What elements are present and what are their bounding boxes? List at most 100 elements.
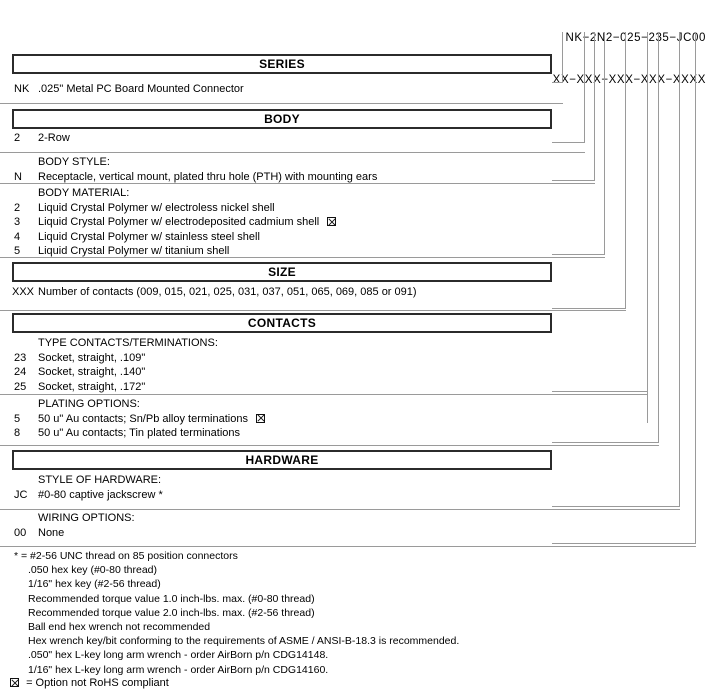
option-row: 00 None	[0, 526, 135, 541]
footnote-line: 1/16" hex key (#2-56 thread)	[28, 578, 161, 591]
option-row: 23 Socket, straight, .109"	[0, 351, 218, 366]
section-header-contacts: CONTACTS	[12, 313, 552, 333]
section-header-body: BODY	[12, 109, 552, 129]
option-row: 8 50 u" Au contacts; Tin plated terminat…	[0, 426, 265, 441]
group-size: XXX Number of contacts (009, 015, 021, 0…	[0, 285, 417, 300]
option-code: NK	[14, 83, 30, 95]
leader-line-size-h	[552, 308, 626, 309]
option-code: 5	[14, 412, 21, 425]
option-row: 2 Liquid Crystal Polymer w/ electroless …	[0, 201, 336, 216]
option-text: Socket, straight, .109"	[38, 351, 146, 364]
group-title: WIRING OPTIONS:	[38, 512, 135, 524]
part-number-example: NK−2N2−025−235−JC00	[565, 32, 706, 44]
group-title: PLATING OPTIONS:	[38, 398, 140, 410]
leader-line-series-h	[552, 82, 563, 83]
option-text: Socket, straight, .172"	[38, 380, 146, 393]
option-row: N Receptacle, vertical mount, plated thr…	[0, 170, 377, 185]
option-code: 00	[14, 526, 27, 539]
option-text: Liquid Crystal Polymer w/ titanium shell	[38, 245, 230, 257]
separator-plating	[0, 445, 659, 446]
option-code: 3	[14, 216, 21, 228]
rohs-legend-text: = Option not RoHS compliant	[26, 677, 169, 689]
footnotes-block: * = #2-56 UNC thread on 85 position conn…	[14, 549, 459, 677]
separator-series	[0, 103, 563, 104]
leader-line-body-style-v	[594, 32, 595, 180]
option-text: .025" Metal PC Board Mounted Connector	[38, 83, 244, 95]
group-series: NK .025" Metal PC Board Mounted Connecto…	[0, 82, 244, 97]
group-title: TYPE CONTACTS/TERMINATIONS:	[38, 337, 218, 349]
option-text: 2-Row	[38, 132, 70, 144]
option-code: XXX	[12, 286, 35, 298]
leader-line-body-material-h	[552, 254, 605, 255]
option-code: N	[14, 170, 22, 183]
leader-line-contact-type-v	[647, 32, 648, 423]
group-wiring: WIRING OPTIONS: 00 None	[0, 511, 135, 540]
footnote-line: * = #2-56 UNC thread on 85 position conn…	[14, 550, 238, 562]
rohs-noncompliant-icon	[256, 413, 266, 423]
option-code: 8	[14, 427, 21, 439]
option-row: 5 Liquid Crystal Polymer w/ titanium she…	[0, 244, 336, 259]
option-text: 50 u" Au contacts; Sn/Pb alloy terminati…	[38, 412, 248, 425]
leader-line-size-v	[625, 32, 626, 308]
leader-line-plating-v	[658, 32, 659, 442]
option-text: #0-80 captive jackscrew *	[38, 488, 163, 501]
option-text: Liquid Crystal Polymer w/ stainless stee…	[38, 230, 260, 243]
option-row: 2 2-Row	[0, 131, 70, 146]
option-row: 25 Socket, straight, .172"	[0, 380, 218, 395]
footnote-line: Hex wrench key/bit conforming to the req…	[28, 635, 460, 648]
option-text: Receptacle, vertical mount, plated thru …	[38, 170, 378, 183]
leader-line-body-row-h	[552, 142, 585, 143]
separator-size	[0, 310, 626, 311]
group-contact-type: TYPE CONTACTS/TERMINATIONS: 23 Socket, s…	[0, 336, 218, 394]
leader-line-body-row-v	[584, 32, 585, 142]
section-header-series: SERIES	[12, 54, 552, 74]
option-row: 3 Liquid Crystal Polymer w/ electrodepos…	[0, 215, 337, 230]
option-code: 23	[14, 351, 27, 364]
option-row: 24 Socket, straight, .140"	[0, 365, 218, 380]
separator-body-material	[0, 257, 605, 258]
option-code: 2	[14, 201, 21, 214]
group-plating: PLATING OPTIONS: 5 50 u" Au contacts; Sn…	[0, 397, 266, 441]
rohs-noncompliant-icon	[327, 217, 337, 226]
separator-body-style	[0, 183, 595, 184]
option-code: 24	[14, 366, 27, 378]
footnote-line: .050" hex L-key long arm wrench - order …	[28, 649, 329, 662]
footnote-line: Recommended torque value 1.0 inch-lbs. m…	[28, 592, 315, 605]
leader-line-contact-type-h	[552, 391, 648, 392]
separator-body-row	[0, 152, 585, 153]
option-code: 4	[14, 230, 21, 243]
part-number-example-block: NK−2N2−025−235−JC00 XX−XXX−XXX−XXX−XXXX	[553, 3, 706, 115]
option-row: JC #0-80 captive jackscrew *	[0, 488, 163, 503]
part-number-mask: XX−XXX−XXX−XXX−XXXX	[552, 74, 706, 86]
separator-wiring	[0, 546, 696, 547]
leader-line-body-style-h	[552, 180, 595, 181]
option-code: JC	[14, 488, 28, 501]
leader-line-plating-h	[552, 442, 659, 443]
footnote-line: .050 hex key (#0-80 thread)	[28, 564, 157, 577]
option-text: None	[38, 526, 65, 539]
group-hardware-style: STYLE OF HARDWARE: JC #0-80 captive jack…	[0, 473, 163, 502]
option-text: 50 u" Au contacts; Tin plated terminatio…	[38, 427, 241, 439]
option-row: NK .025" Metal PC Board Mounted Connecto…	[0, 82, 244, 97]
option-text: Number of contacts (009, 015, 021, 025, …	[38, 286, 417, 298]
group-body-style: BODY STYLE: N Receptacle, vertical mount…	[0, 155, 377, 184]
option-code: 25	[14, 380, 27, 393]
group-title: BODY STYLE:	[38, 156, 110, 168]
section-header-size: SIZE	[12, 262, 552, 282]
group-title: STYLE OF HARDWARE:	[38, 474, 162, 486]
footnote-line: Ball end hex wrench not recommended	[28, 621, 211, 634]
leader-line-wiring-v	[695, 32, 696, 543]
leader-line-series-v	[562, 32, 563, 82]
leader-line-hardware-style-v	[679, 32, 680, 506]
leader-line-wiring-h	[552, 543, 696, 544]
leader-line-body-material-v	[604, 32, 605, 254]
option-text: Liquid Crystal Polymer w/ electroless ni…	[38, 201, 275, 214]
option-code: 5	[14, 245, 21, 257]
footnote-line: 1/16" hex L-key long arm wrench - order …	[28, 663, 329, 676]
option-row: XXX Number of contacts (009, 015, 021, 0…	[0, 285, 417, 300]
group-title: BODY MATERIAL:	[38, 187, 130, 199]
leader-line-hardware-style-h	[552, 506, 680, 507]
separator-contact-type	[0, 394, 648, 395]
rohs-noncompliant-icon	[10, 678, 19, 687]
